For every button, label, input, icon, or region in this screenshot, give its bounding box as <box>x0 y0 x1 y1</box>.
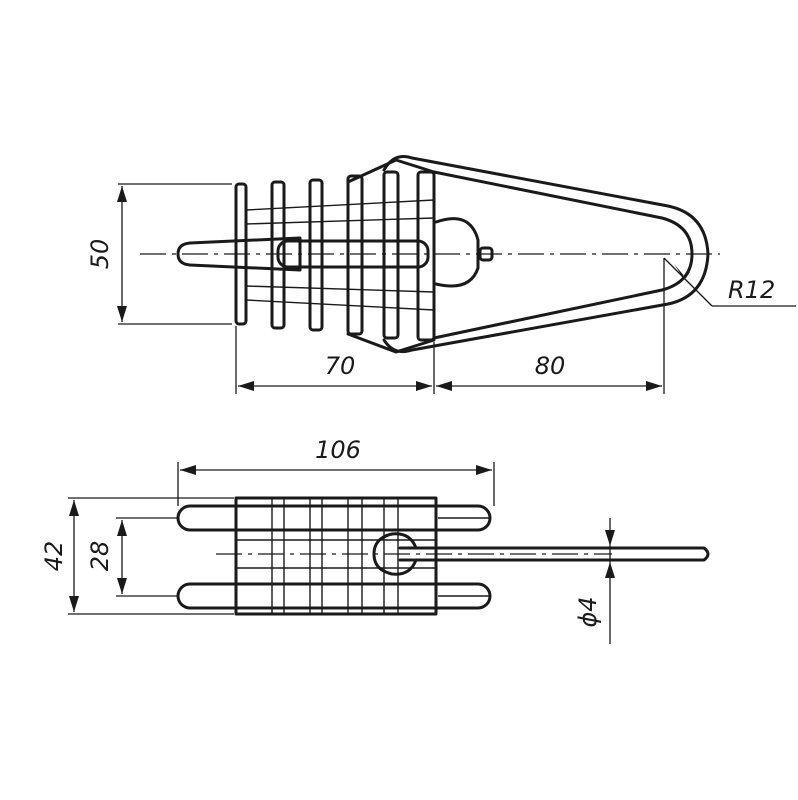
dim-70-80: 70 80 <box>235 258 665 394</box>
dim-28: 28 <box>86 517 178 597</box>
wire-eye <box>372 532 418 576</box>
dim-50: 50 <box>86 183 232 325</box>
dim-label-80: 80 <box>535 352 566 380</box>
fins <box>234 170 436 342</box>
dim-42: 42 <box>40 497 234 615</box>
eye-loop <box>434 217 480 288</box>
dim-label-70: 70 <box>325 352 356 380</box>
dim-106: 106 <box>177 436 495 506</box>
dim-label-106: 106 <box>315 436 361 464</box>
wedge-inner <box>276 239 430 269</box>
body-ribs <box>236 498 436 614</box>
wire <box>398 546 710 562</box>
bail-loop-outer <box>382 155 710 354</box>
dim-label-r12: R12 <box>728 276 775 304</box>
top-view: 50 70 80 R12 <box>86 155 796 394</box>
dim-label-28: 28 <box>86 541 114 572</box>
dim-r12: R12 <box>663 257 796 307</box>
dim-label-50: 50 <box>86 239 114 270</box>
wedge <box>176 236 302 272</box>
bail-loop-inner <box>432 170 694 340</box>
body-block <box>234 496 438 616</box>
bottom-view: 106 42 28 ϕ4 <box>40 436 710 644</box>
dim-label-42: 42 <box>40 541 68 572</box>
dim-phi4: ϕ4 <box>574 518 615 644</box>
dim-label-phi4: ϕ4 <box>574 596 602 627</box>
eye-nub <box>478 246 494 262</box>
